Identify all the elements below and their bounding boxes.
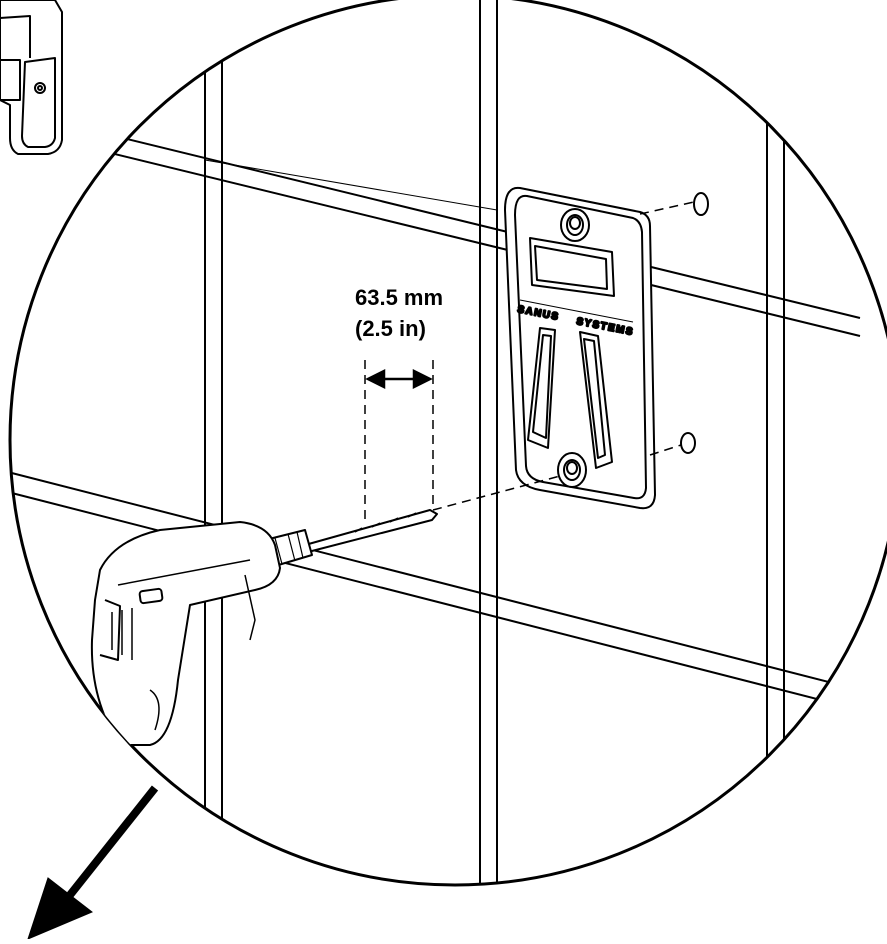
dimension-metric-label: 63.5 mm xyxy=(355,285,443,310)
bracket-corner-fragment xyxy=(0,0,63,155)
wall-plate: SANUS SYSTEMS xyxy=(504,186,656,510)
zoom-circle xyxy=(8,0,887,887)
top-screw xyxy=(560,208,590,242)
pilot-holes xyxy=(680,192,709,454)
dimension-arrow xyxy=(365,368,433,390)
dimension-imperial-label: (2.5 in) xyxy=(355,316,426,341)
arrow-down-left-icon xyxy=(27,785,159,940)
alignment-lines xyxy=(364,201,695,525)
bottom-screw xyxy=(557,452,587,488)
